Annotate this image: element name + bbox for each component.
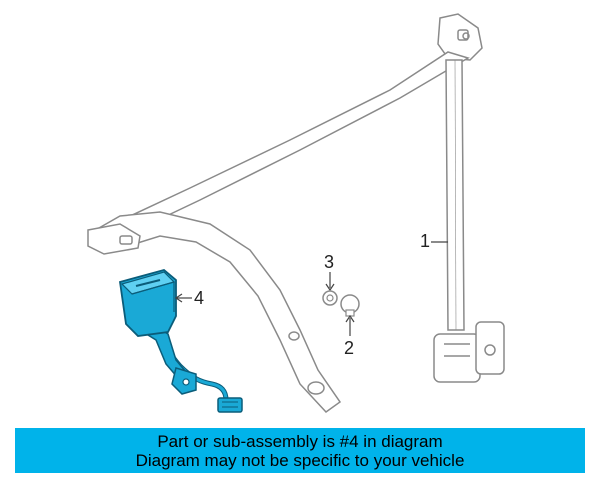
bolt-part-2: 2 bbox=[340, 294, 360, 358]
retractor-assembly bbox=[433, 321, 505, 383]
banner-line-2: Diagram may not be specific to your vehi… bbox=[135, 450, 465, 470]
seat-belt-diagram: 1 3 2 4 bbox=[87, 13, 505, 413]
nut-part-3: 3 bbox=[322, 252, 338, 306]
upper-anchor-bracket bbox=[437, 13, 483, 61]
shoulder-belt-webbing bbox=[93, 51, 470, 239]
banner-line-1: Part or sub-assembly is #4 in diagram bbox=[157, 431, 443, 451]
buckle-assembly-part-4 bbox=[118, 269, 243, 413]
callout-label-1: 1 bbox=[420, 231, 430, 251]
vertical-belt-webbing bbox=[445, 59, 465, 331]
callout-part-4: 4 bbox=[174, 288, 204, 308]
info-banner: Part or sub-assembly is #4 in diagram Di… bbox=[15, 428, 585, 473]
callout-part-1: 1 bbox=[420, 231, 448, 251]
callout-label-4: 4 bbox=[194, 288, 204, 308]
latch-plate bbox=[87, 223, 141, 255]
callout-label-2: 2 bbox=[344, 338, 354, 358]
callout-label-3: 3 bbox=[324, 252, 334, 272]
